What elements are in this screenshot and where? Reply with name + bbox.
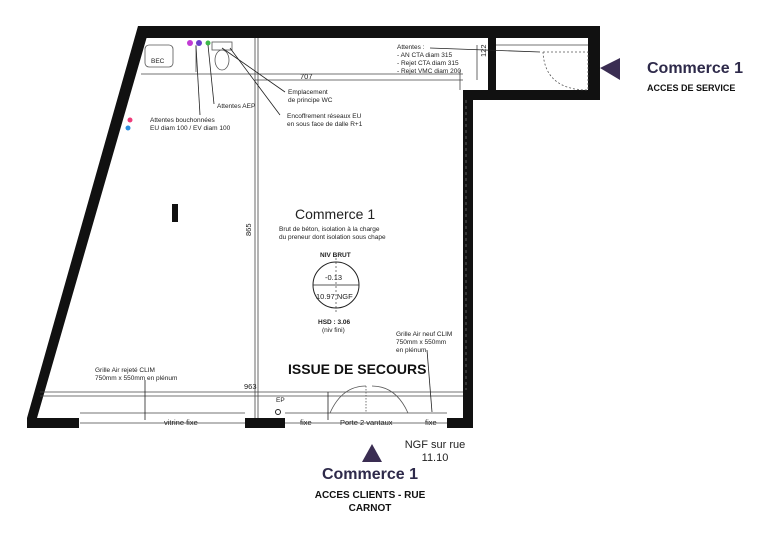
leader-lines xyxy=(144,44,541,420)
clients-callout-subtitle-line-2: CARNOT xyxy=(348,503,392,514)
clients-callout-subtitle-line-1: ACCES CLIENTS - RUE xyxy=(314,490,426,501)
dimension-865: 865 xyxy=(244,223,253,236)
level-top: -0.13 xyxy=(325,273,343,282)
service-wall-bottom xyxy=(473,90,600,100)
dimension-707: 707 xyxy=(300,72,313,81)
ngf-rue-line-1: NGF sur rue xyxy=(404,439,466,451)
service-callout-subtitle: ACCES DE SERVICE xyxy=(647,83,736,93)
emplacement-line-1: Emplacement xyxy=(288,89,328,96)
attentes-line-2: - Rejet CTA diam 315 xyxy=(397,60,459,67)
room-desc-line-2: du preneur dont isolation sous chape xyxy=(279,234,386,241)
niv-brut-label: NIV BRUT xyxy=(320,252,351,259)
attentes-title: Attentes : xyxy=(397,44,425,51)
room-desc-line-1: Brut de béton, isolation à la charge xyxy=(279,226,380,233)
hsd-line-2: (niv fini) xyxy=(322,327,345,334)
emplacement-line-2: de principe WC xyxy=(288,97,333,104)
level-marker xyxy=(312,258,360,312)
outer-walls xyxy=(27,26,600,428)
attentes-line-3: - Rejet VMC diam 200 xyxy=(397,68,461,75)
bottom-wall-right xyxy=(447,418,472,428)
attente-dots xyxy=(125,40,211,131)
encoffrement-line-1: Encoffrement réseaux EU xyxy=(287,113,362,120)
grille-rejete-line-1: Grille Air rejeté CLIM xyxy=(95,367,155,374)
fixe-right-label: fixe xyxy=(425,418,437,427)
service-door xyxy=(542,51,589,91)
wc-icon xyxy=(214,49,230,71)
entrance-doors xyxy=(329,385,409,414)
grille-neuf-line-1: Grille Air neuf CLIM xyxy=(396,331,453,338)
grille-neuf-line-3: en plénum xyxy=(396,347,427,354)
bottom-wall-left xyxy=(27,418,79,428)
column-marker xyxy=(172,204,178,222)
clients-callout-title: Commerce 1 xyxy=(321,466,419,483)
service-corner xyxy=(488,38,496,90)
bottom-pillar-mid xyxy=(245,418,285,428)
ep-label: EP xyxy=(276,397,285,404)
bec-label: BEC xyxy=(151,58,165,65)
clients-arrow-icon xyxy=(362,444,382,462)
service-callout-title: Commerce 1 xyxy=(647,60,744,77)
grille-rejete-line-2: 750mm x 550mm en plénum xyxy=(95,375,178,382)
right-wall xyxy=(463,90,473,428)
service-wall-top xyxy=(588,26,600,100)
dimension-122: 122 xyxy=(479,44,488,57)
porte-2-vantaux-label: Porte 2 vantaux xyxy=(340,418,393,427)
level-bottom: 10.97 NGF xyxy=(316,292,353,301)
encoffrement-line-2: en sous face de dalle R+1 xyxy=(287,121,363,128)
ep-marker xyxy=(275,409,281,415)
grille-neuf-line-2: 750mm x 550mm xyxy=(396,339,447,346)
attentes-bouchonnees-line-2: EU diam 100 / EV diam 100 xyxy=(150,125,231,132)
sink-icon xyxy=(144,44,174,68)
bathroom-fixtures xyxy=(144,41,233,72)
attentes-bouchonnees-line-1: Attentes bouchonnées xyxy=(150,117,215,124)
attentes-line-1: - AN CTA diam 315 xyxy=(397,52,453,59)
dimension-963: 963 xyxy=(244,382,257,391)
room-name: Commerce 1 xyxy=(295,206,376,222)
fixe-left-label: fixe xyxy=(300,418,312,427)
vitrine-fixe-label: vitrine fixe xyxy=(164,418,198,427)
left-wall xyxy=(27,26,150,418)
attentes-aep-label: Attentes AEP xyxy=(217,103,256,110)
issue-secours-label: ISSUE DE SECOURS xyxy=(288,361,427,377)
ngf-rue-line-2: 11.10 xyxy=(421,452,449,464)
hsd-line-1: HSD : 3.06 xyxy=(318,319,351,326)
service-arrow-icon xyxy=(600,58,620,80)
top-wall xyxy=(138,26,600,38)
